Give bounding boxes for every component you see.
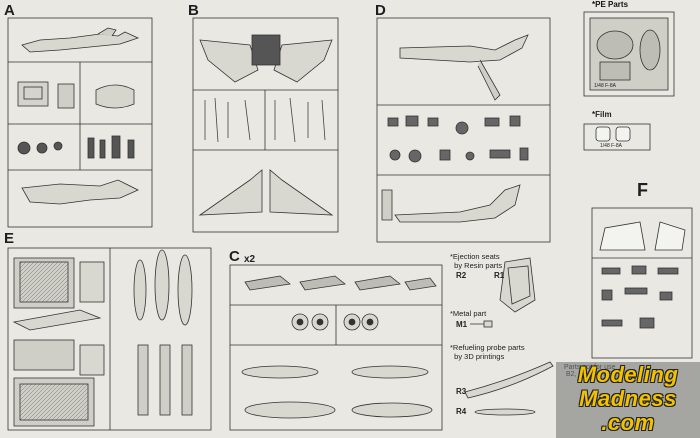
refuel-probe bbox=[464, 361, 554, 416]
sprue-e bbox=[7, 247, 212, 431]
watermark-line-2: Madness bbox=[579, 386, 677, 411]
sprue-f bbox=[591, 207, 693, 359]
modeling-madness-watermark: Parts not for use B2, B3, B4, B33, Model… bbox=[556, 362, 700, 438]
watermark-line-3: .com bbox=[601, 410, 655, 435]
sprue-c-quantity: x2 bbox=[244, 254, 256, 265]
sprue-b bbox=[192, 17, 339, 233]
film-title: *Film bbox=[592, 110, 612, 119]
metal-pitot bbox=[470, 320, 493, 328]
part-r3-label: R3 bbox=[456, 387, 467, 396]
sprue-e-label: E bbox=[4, 230, 15, 247]
sprue-a bbox=[7, 17, 153, 228]
ejection-seat-note: *Ejection seats by Resin parts bbox=[450, 252, 503, 270]
watermark-hidden-text: Parts not for use B2, B3, B4, B33, bbox=[564, 364, 618, 378]
metal-part-note: *Metal part bbox=[450, 309, 487, 318]
sprue-c-label: C bbox=[229, 248, 240, 265]
part-r2-label: R2 bbox=[456, 271, 467, 280]
part-r1-label: R1 bbox=[494, 271, 505, 280]
resin-seat bbox=[499, 257, 536, 313]
sprue-b-label: B bbox=[188, 2, 199, 19]
film-code: 1/48 F-8A bbox=[600, 143, 622, 149]
sprue-c bbox=[229, 264, 443, 431]
part-m1-label: M1 bbox=[456, 320, 468, 329]
refueling-probe-note: *Refueling probe parts by 3D printings bbox=[450, 343, 525, 361]
sprue-d-label: D bbox=[375, 2, 386, 19]
pe-fret-code: 1/48 F-8A bbox=[594, 83, 616, 89]
pe-parts-title: *PE Parts bbox=[592, 0, 629, 9]
film-sheet bbox=[583, 123, 651, 151]
sprue-d bbox=[376, 17, 551, 243]
pe-fret bbox=[583, 11, 675, 97]
sprue-f-label: F bbox=[637, 180, 648, 200]
part-r4-label: R4 bbox=[456, 407, 467, 416]
watermark-line-1: Modeling bbox=[577, 362, 679, 387]
sprue-a-label: A bbox=[4, 2, 15, 19]
